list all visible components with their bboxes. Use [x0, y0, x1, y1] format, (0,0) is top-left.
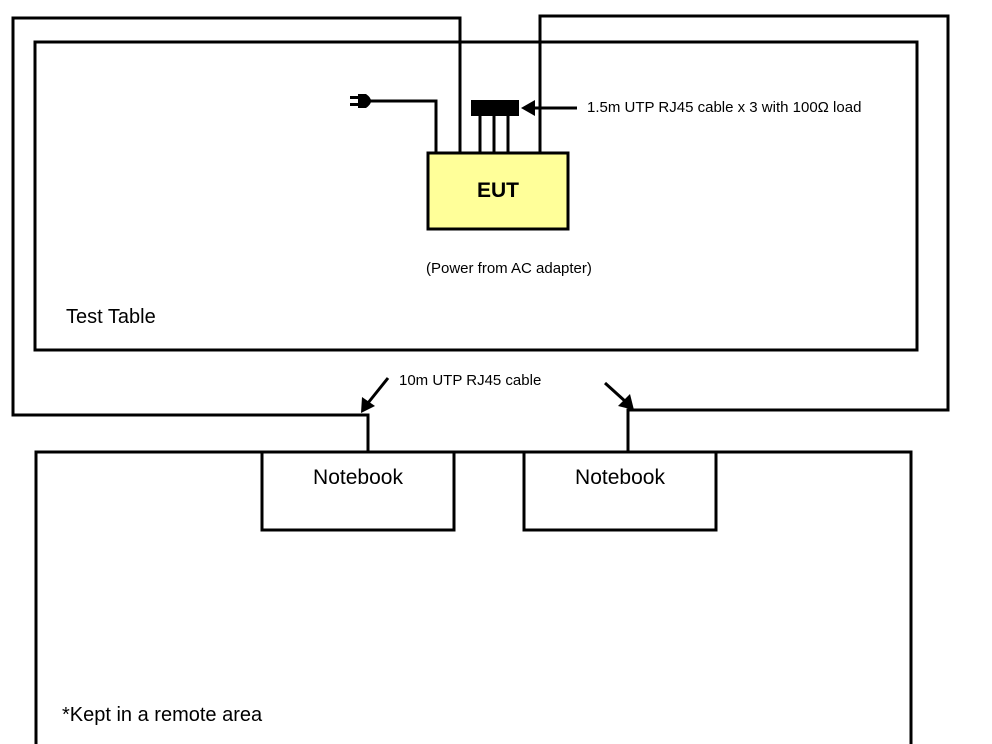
- long-cable-left: [11, 16, 462, 452]
- eut-box: [426, 151, 570, 231]
- notebook-left-label: Notebook: [313, 466, 403, 489]
- short-cable-arrow-icon: [521, 100, 577, 116]
- eut-label: EUT: [477, 179, 519, 202]
- long-cable-right: [538, 14, 950, 452]
- notebook-right-box: [522, 450, 718, 532]
- test-table-box: [33, 40, 919, 352]
- test-table-label: Test Table: [66, 306, 156, 328]
- remote-area-note: *Kept in a remote area: [62, 704, 263, 726]
- short-cable-callout: 1.5m UTP RJ45 cable x 3 with 100Ω load: [587, 99, 862, 116]
- power-cable: [368, 99, 438, 153]
- notebook-left-box: [260, 450, 456, 532]
- rj45-load-connector-icon: [471, 100, 519, 153]
- long-cable-callout: 10m UTP RJ45 cable: [399, 372, 542, 389]
- ac-plug-icon: [350, 94, 371, 108]
- power-note: (Power from AC adapter): [426, 260, 592, 277]
- notebook-right-label: Notebook: [575, 466, 665, 489]
- remote-area-box: [34, 450, 913, 744]
- long-cable-arrow-left-icon: [361, 377, 390, 413]
- long-cable-arrow-right-icon: [603, 381, 634, 410]
